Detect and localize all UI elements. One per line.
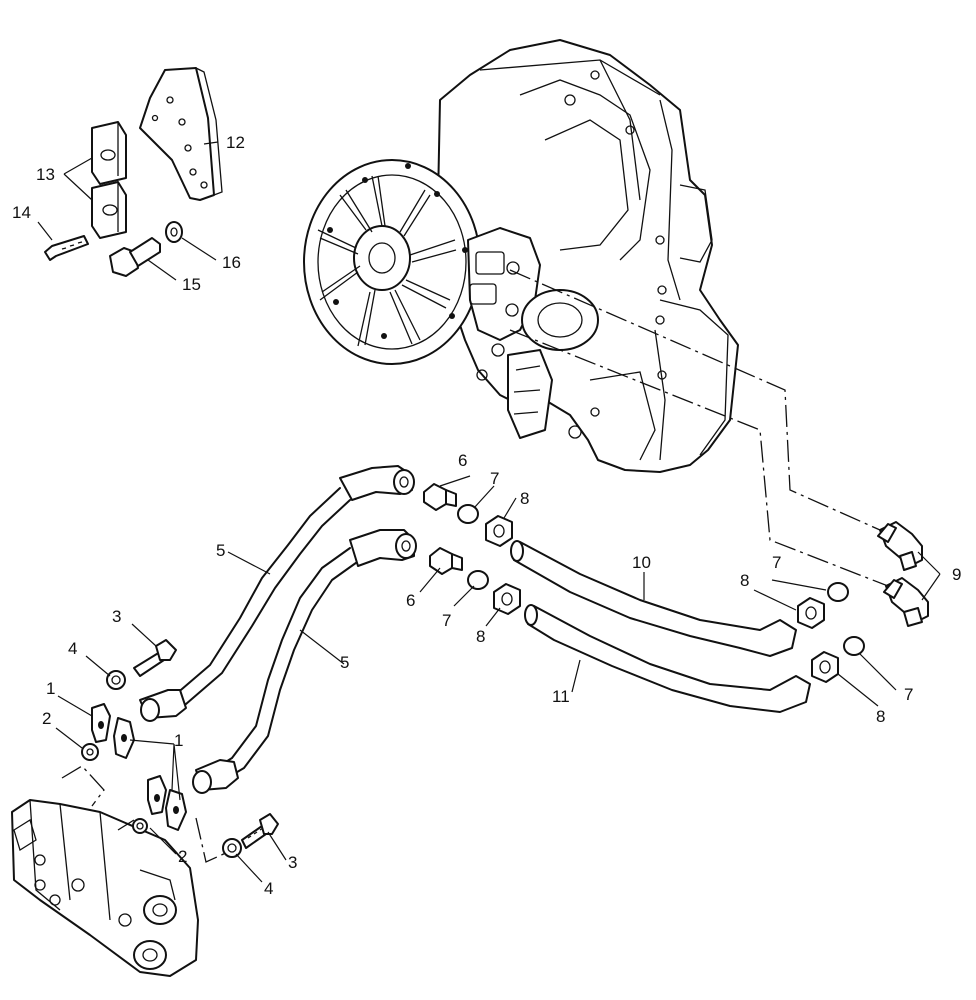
callout-7-upper: 7: [490, 469, 499, 488]
lock-washer-lower: [222, 838, 242, 858]
clamp-bolt-lower: [241, 813, 279, 849]
clamp-block: [91, 121, 127, 239]
callout-8-upper: 8: [520, 489, 529, 508]
nut-right-lower: [811, 651, 839, 683]
callout-9: 9: [952, 565, 961, 584]
sleeve-right-lower: [843, 636, 865, 656]
callout-8-lower: 8: [476, 627, 485, 646]
callout-8-right-lower: 8: [876, 707, 885, 726]
callout-labels: 12 13 14 15 16 6 7 8 5 5 6 7 8 10 11 7 8…: [12, 133, 961, 898]
callout-10: 10: [632, 553, 651, 572]
callout-1-lower: 1: [174, 731, 183, 750]
callout-3-upper: 3: [112, 607, 121, 626]
sleeve-lower: [467, 570, 489, 590]
leader-lines: [37, 141, 941, 883]
oil-tube-lower: [192, 529, 417, 794]
oil-tube-upper: [139, 465, 415, 722]
lock-washer-upper: [106, 670, 126, 690]
callout-4-upper: 4: [68, 639, 77, 658]
callout-3-lower: 3: [288, 853, 297, 872]
hose-upper: [510, 540, 797, 657]
elbow-fitting-upper: [877, 521, 923, 571]
sleeve-right-upper: [827, 582, 849, 602]
callout-6-lower: 6: [406, 591, 415, 610]
callout-13: 13: [36, 165, 55, 184]
nut-lower: [493, 583, 521, 615]
clamp-bolt-upper: [133, 639, 177, 677]
connector-fitting-upper: [423, 483, 457, 511]
callout-7-right-lower: 7: [904, 685, 913, 704]
tube-clamp-upper-pair: [91, 703, 135, 759]
callout-15: 15: [182, 275, 201, 294]
callout-11: 11: [552, 687, 570, 706]
callout-6-upper: 6: [458, 451, 467, 470]
mounting-bracket: [139, 67, 223, 201]
bracket-bolt: [109, 237, 161, 277]
connector-fitting-lower: [429, 547, 463, 575]
nut-right-upper: [797, 597, 825, 629]
callout-12: 12: [226, 133, 245, 152]
assembly-centerlines: [61, 269, 889, 863]
bracket-washer: [165, 221, 183, 243]
callout-2-lower: 2: [178, 847, 187, 866]
callout-4-lower: 4: [264, 879, 273, 898]
elbow-fitting-lower: [883, 577, 929, 627]
clamp-bolt: [44, 235, 89, 261]
callout-14: 14: [12, 203, 31, 222]
callout-1-upper: 1: [46, 679, 55, 698]
oil-cooler: [11, 799, 199, 977]
washer-lower-left: [132, 818, 148, 834]
callout-5-lower: 5: [340, 653, 349, 672]
washer-upper-left: [81, 743, 99, 761]
callout-16: 16: [222, 253, 241, 272]
transmission-housing: [303, 39, 739, 473]
nut-upper: [485, 515, 513, 547]
callout-8-right-upper: 8: [740, 571, 749, 590]
hose-lower: [524, 604, 811, 713]
callout-7-lower: 7: [442, 611, 451, 630]
callout-7-right-upper: 7: [772, 553, 781, 572]
callout-2-upper: 2: [42, 709, 51, 728]
tube-clamp-lower-pair: [147, 775, 187, 831]
sleeve-upper: [457, 504, 479, 524]
callout-5-upper: 5: [216, 541, 225, 560]
